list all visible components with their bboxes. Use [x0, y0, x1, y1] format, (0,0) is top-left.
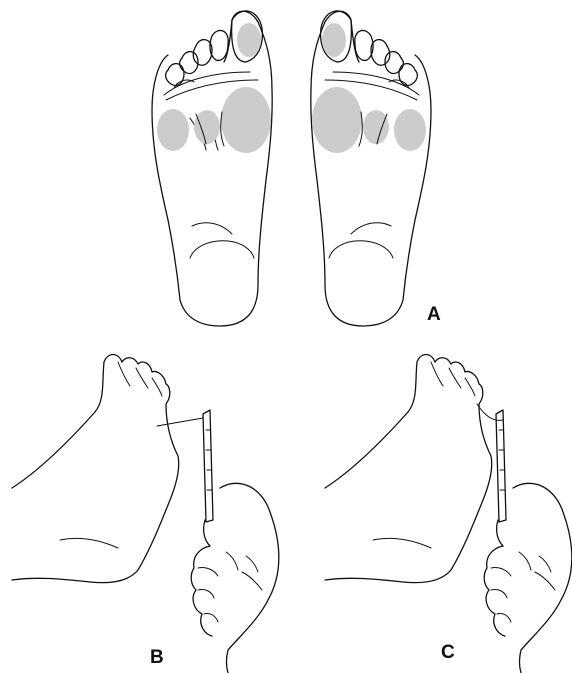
panel-label-c: C — [441, 642, 455, 664]
pressure-spot — [157, 109, 189, 151]
panel-label-a: A — [427, 304, 441, 326]
tuning-fork — [496, 410, 506, 522]
panel-a-left-sole — [152, 11, 272, 326]
panel-a-right-sole — [311, 11, 431, 326]
panel-c-vibration-test — [325, 355, 572, 673]
pressure-spot — [237, 23, 261, 57]
examiner-hand — [220, 483, 279, 673]
panel-b-vibration-test — [12, 355, 279, 673]
pressure-spot — [221, 87, 271, 153]
pressure-spot — [322, 23, 346, 57]
pressure-spot — [363, 110, 389, 144]
foot-outline — [12, 355, 179, 583]
panel-label-b: B — [150, 647, 164, 669]
foot-outline — [325, 355, 492, 583]
pressure-spot — [394, 109, 426, 151]
tuning-fork — [203, 410, 213, 522]
fork-contact-line — [157, 418, 203, 426]
pressure-spot — [312, 87, 362, 153]
examiner-hand — [513, 483, 572, 673]
pressure-spot — [194, 110, 220, 144]
